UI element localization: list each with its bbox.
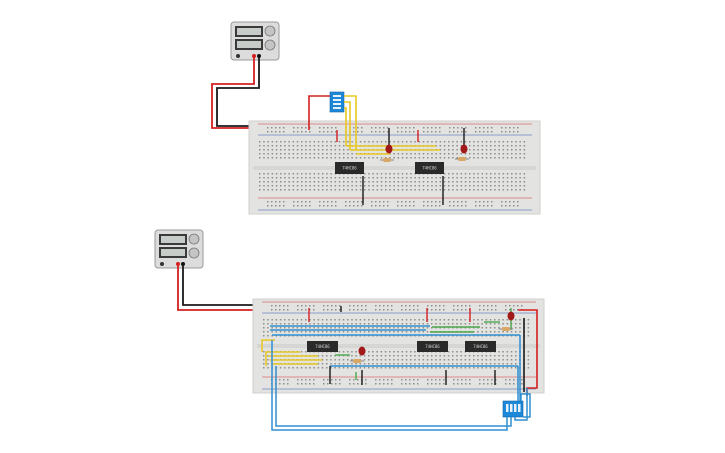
- ic-74hc86-3[interactable]: 74HC86: [307, 341, 338, 352]
- ic-74hc86-1[interactable]: 74HC86: [335, 162, 364, 174]
- ic-74hc86-2[interactable]: 74HC86: [415, 162, 444, 174]
- ic-74hc86-5[interactable]: 74HC86: [465, 341, 496, 352]
- power-supply-1[interactable]: [230, 21, 280, 61]
- resistor-4[interactable]: [499, 327, 513, 331]
- resistor-2[interactable]: [455, 157, 469, 161]
- power-supply-2[interactable]: [154, 229, 204, 269]
- ic-label: 74HC86: [425, 344, 440, 349]
- resistor-3[interactable]: [350, 359, 364, 363]
- led-2[interactable]: [460, 144, 468, 154]
- ic-74hc86-4[interactable]: 74HC86: [417, 341, 448, 352]
- led-1[interactable]: [385, 144, 393, 154]
- ic-label: 74HC86: [473, 344, 488, 349]
- breadboard-2: [252, 298, 545, 394]
- resistor-1[interactable]: [380, 158, 394, 162]
- ic-label: 74HC86: [342, 166, 357, 171]
- ic-label: 74HC86: [315, 344, 330, 349]
- dip-switch-1[interactable]: [329, 91, 345, 113]
- ic-label: 74HC86: [422, 166, 437, 171]
- breadboard-1: [248, 120, 541, 215]
- led-3[interactable]: [358, 346, 366, 356]
- dip-switch-2[interactable]: [502, 400, 524, 418]
- led-4[interactable]: [507, 311, 515, 321]
